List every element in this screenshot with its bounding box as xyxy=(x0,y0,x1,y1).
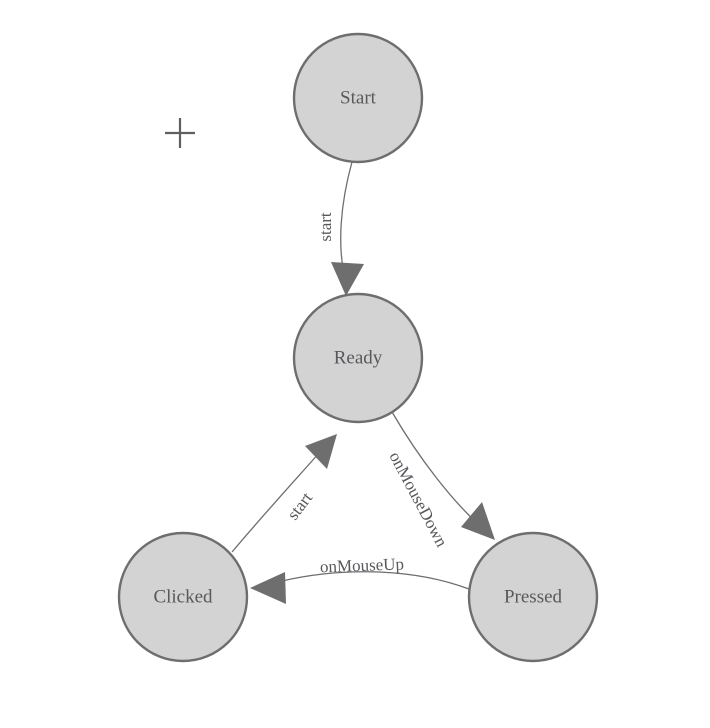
node-ready-label: Ready xyxy=(334,347,383,368)
node-ready-circle[interactable] xyxy=(292,292,424,424)
node-pressed-label: Pressed xyxy=(504,586,563,607)
arrowhead-clicked-right xyxy=(250,572,286,604)
edge-path-pressed-to-clicked[interactable] xyxy=(281,571,470,590)
node-clicked-circle[interactable] xyxy=(117,531,249,663)
arrowhead-pressed-upper-left xyxy=(461,502,495,540)
arrowhead-ready-lower-left xyxy=(305,434,337,469)
edge-path-clicked-to-ready[interactable] xyxy=(231,451,321,553)
node-start-circle[interactable] xyxy=(292,32,424,164)
node-start[interactable]: Start xyxy=(292,32,424,164)
edge-path-ready-to-pressed[interactable] xyxy=(391,411,479,525)
edge-ready-to-pressed[interactable] xyxy=(391,411,495,540)
node-clicked-label: Clicked xyxy=(153,586,213,607)
node-start-label: Start xyxy=(340,87,377,108)
node-pressed[interactable]: Pressed xyxy=(467,531,599,663)
edge-label-ready-to-pressed: onMouseDown xyxy=(385,449,451,551)
edge-clicked-to-ready[interactable] xyxy=(231,434,337,553)
node-pressed-circle[interactable] xyxy=(467,531,599,663)
node-ready[interactable]: Ready xyxy=(292,292,424,424)
edge-path-start-to-ready[interactable] xyxy=(340,161,353,275)
edge-start-to-ready[interactable] xyxy=(331,161,364,296)
edge-label-start-to-ready: start xyxy=(316,212,335,242)
edge-pressed-to-clicked[interactable] xyxy=(250,571,470,604)
edge-label-pressed-to-clicked: onMouseUp xyxy=(320,554,405,576)
arrowhead-ready-top xyxy=(331,262,364,296)
plus-marker-icon[interactable] xyxy=(165,118,195,148)
edge-label-clicked-to-ready: start xyxy=(283,488,316,523)
node-clicked[interactable]: Clicked xyxy=(117,531,249,663)
